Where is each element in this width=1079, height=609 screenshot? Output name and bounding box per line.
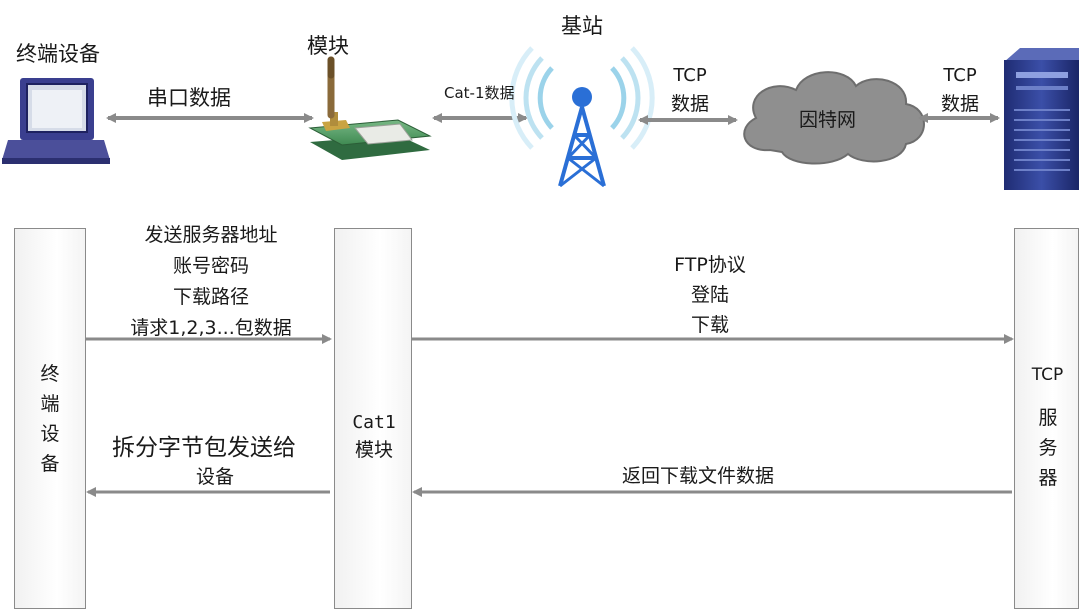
request-line-2: 账号密码 [172,255,249,277]
tcp-server-icon [1004,48,1079,190]
terminal-lifeline-char-3: 设 [40,423,60,445]
tcp-data-label-1-line1: TCP [673,65,707,86]
ftp-line-3: 下载 [690,314,729,336]
tcp-data-label-2-line1: TCP [943,65,977,86]
server-lifeline-title: TCP [1031,365,1064,385]
terminal-lifeline-char-1: 终 [40,363,60,385]
server-lifeline: TCP 服 务 器 [1014,228,1079,609]
terminal-label: 终端设备 [16,42,100,66]
module-lifeline-line2: 模块 [354,439,393,461]
module-lifeline: Cat1 模块 [334,228,412,609]
terminal-lifeline-char-2: 端 [40,393,60,415]
request-line-1: 发送服务器地址 [144,224,278,246]
terminal-lifeline: 终 端 设 备 [14,228,86,609]
station-label: 基站 [561,14,603,38]
server-lifeline-char-2: 务 [1038,437,1058,459]
request-line-3: 下载路径 [172,286,249,308]
tcp-data-label-1: TCP 数据 [660,62,720,118]
tcp-data-label-2: TCP 数据 [930,62,990,118]
split-send-label-line1: 拆分字节包发送给 [112,435,296,461]
ftp-label: FTP协议 登陆 下载 [630,250,790,340]
cat1-module-icon [308,56,432,160]
server-lifeline-char-1: 服 [1038,407,1058,429]
request-line-4: 请求1,2,3...包数据 [130,317,292,339]
module-label: 模块 [307,34,349,58]
serial-data-label: 串口数据 [147,86,231,110]
split-send-label-line2: 设备 [196,466,235,488]
terminal-computer-icon [2,78,110,164]
tcp-data-label-1-line2: 数据 [670,93,709,115]
terminal-lifeline-char-4: 备 [40,453,60,475]
internet-label: 因特网 [799,109,857,131]
tcp-data-label-2-line2: 数据 [940,93,979,115]
ftp-line-1: FTP协议 [674,254,746,276]
module-lifeline-line1: Cat1 [352,412,396,433]
base-station-tower-icon [509,46,655,188]
return-data-label: 返回下载文件数据 [622,465,775,487]
cat1-data-label: Cat-1数据 [444,84,515,102]
internet-cloud-icon [743,71,925,165]
server-lifeline-char-3: 器 [1038,467,1058,489]
request-label: 发送服务器地址 账号密码 下载路径 请求1,2,3...包数据 [96,220,326,344]
ftp-line-2: 登陆 [690,284,729,306]
